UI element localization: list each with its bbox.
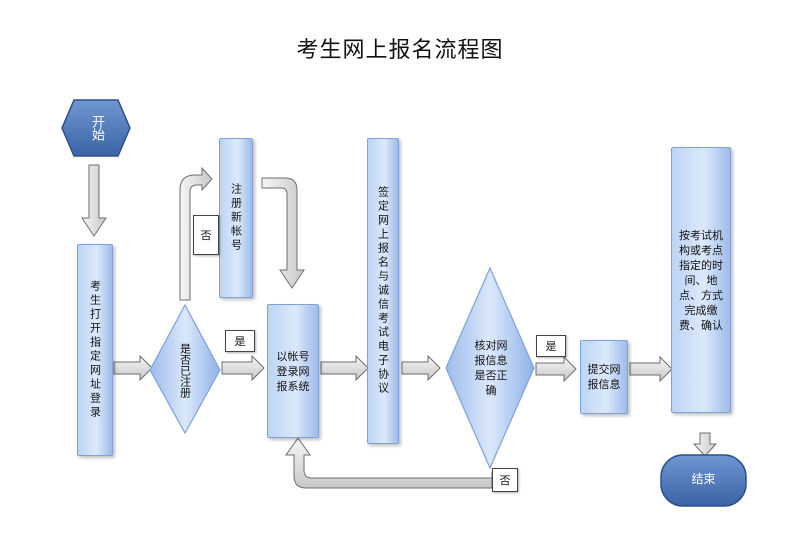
arrow-agreement-to-verify	[401, 354, 441, 382]
arrow-pay-to-end	[692, 432, 718, 457]
node-login-text: 以帐号登录网报系统	[276, 349, 310, 393]
tag-yes-login: 是	[225, 330, 255, 352]
arrow-open-to-check	[113, 354, 153, 382]
arrow-check-to-login	[221, 354, 265, 382]
node-submit: 提交网报信息	[580, 340, 628, 414]
arrow-start-to-open	[81, 164, 107, 237]
tag-no-back: 否	[492, 468, 518, 492]
decision-registered-label: 是否已注册	[178, 342, 192, 398]
end-label: 结束	[691, 472, 716, 486]
decision-registered	[149, 303, 221, 435]
decision-verify	[445, 266, 535, 470]
start-label: 开始	[89, 115, 104, 141]
arrow-verify-to-submit	[535, 355, 577, 383]
arrow-submit-to-pay	[629, 355, 673, 383]
tag-yes-submit: 是	[536, 335, 566, 357]
arrow-register-to-login	[261, 177, 305, 289]
page-title: 考生网上报名流程图	[296, 38, 504, 63]
node-agreement: 签定网上报名与诚信考试电子协议	[367, 138, 399, 444]
start-terminal	[61, 99, 131, 157]
decision-verify-label: 核对网报信息是否正确	[474, 339, 508, 397]
arrow-check-to-register	[179, 166, 213, 301]
node-register: 注册新帐号	[219, 138, 253, 298]
node-pay-text: 按考试机构或考点指定的时间、地点、方式完成缴费、确认	[679, 228, 723, 332]
arrow-login-to-agreement	[320, 354, 369, 382]
end-terminal	[660, 454, 747, 507]
node-submit-text: 提交网报信息	[587, 363, 621, 391]
arrow-verify-back-to-login	[285, 437, 493, 489]
node-open-url: 考生打开指定网址登录	[77, 244, 113, 456]
tag-no-register: 否	[193, 215, 219, 255]
node-login: 以帐号登录网报系统	[267, 304, 319, 438]
node-pay: 按考试机构或考点指定的时间、地点、方式完成缴费、确认	[671, 147, 731, 413]
